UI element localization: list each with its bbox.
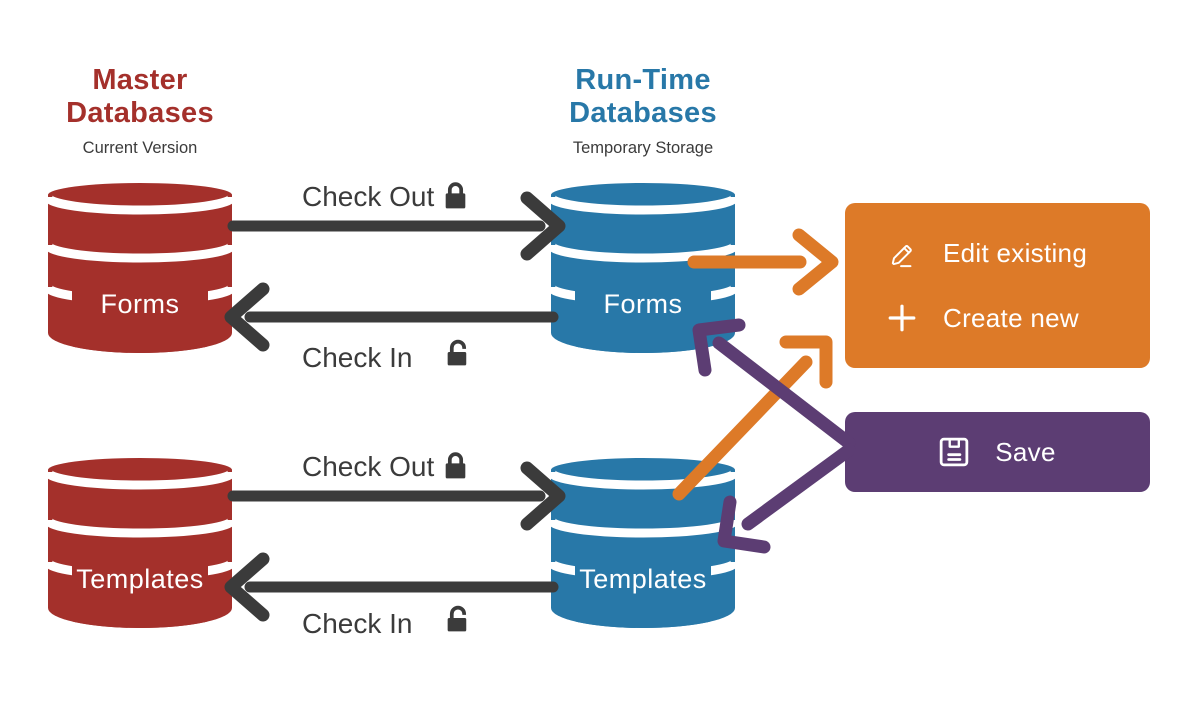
database-label: Forms (101, 289, 180, 319)
master-templates-database: Templates (43, 458, 237, 630)
master-databases-subtitle: Current Version (82, 139, 198, 157)
forms-check-in-arrow (224, 282, 559, 352)
database-cylinder-icon: Templates (43, 458, 237, 628)
templates-check-out-label: Check Out (302, 451, 435, 482)
forms-check-out-label: Check Out (302, 181, 435, 212)
master-forms-database: Forms (43, 183, 237, 355)
lock-closed-icon (445, 182, 466, 209)
lock-open-icon (447, 605, 467, 632)
runtime-databases-subtitle: Temporary Storage (572, 139, 714, 157)
database-cylinder-icon: Templates (546, 458, 740, 628)
save-to-templates-arrow (717, 443, 856, 554)
database-cylinder-icon: Forms (43, 183, 237, 353)
runtime-databases-title: Run-Time Databases (569, 64, 717, 129)
runtime-templates-database: Templates (546, 458, 740, 630)
templates-check-in-label: Check In (302, 608, 413, 639)
database-label: Templates (579, 564, 707, 594)
lock-closed-icon (445, 452, 466, 479)
save-panel: Save (845, 412, 1150, 492)
create-new-label: Create new (943, 302, 1079, 333)
pencil-icon (891, 245, 912, 268)
actions-panel: Edit existing Create new (845, 203, 1150, 368)
save-icon (940, 437, 969, 467)
lock-open-icon (447, 339, 467, 366)
forms-check-in-label: Check In (302, 342, 413, 373)
plus-icon (888, 304, 916, 332)
database-cylinder-icon: Forms (546, 183, 740, 353)
runtime-forms-database: Forms (546, 183, 740, 355)
database-label: Templates (76, 564, 204, 594)
database-label: Forms (604, 289, 683, 319)
templates-check-in-arrow (224, 552, 559, 622)
create-new-action: Create new (887, 303, 1150, 334)
save-label: Save (995, 436, 1056, 467)
master-databases-title: Master Databases (66, 64, 214, 129)
edit-existing-label: Edit existing (943, 237, 1088, 268)
edit-existing-action: Edit existing (887, 238, 1150, 269)
